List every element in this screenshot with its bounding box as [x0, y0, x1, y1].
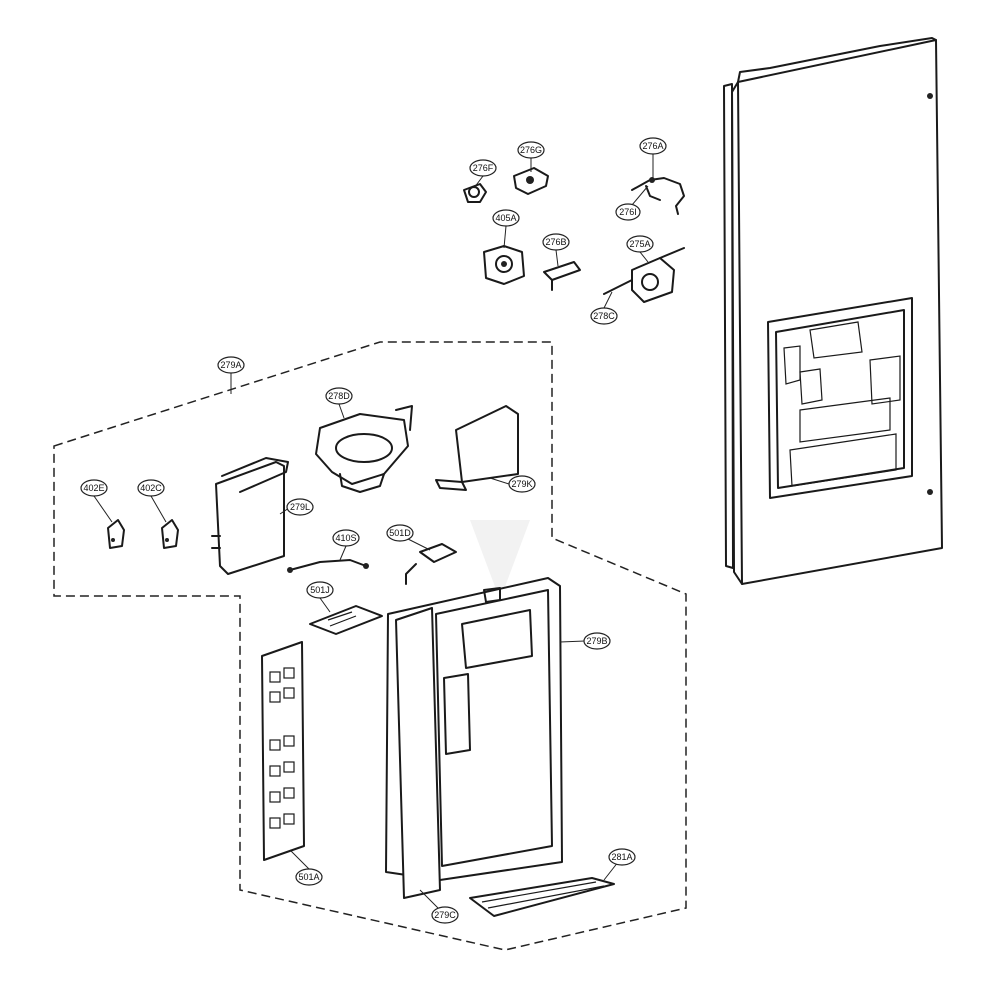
part-405A-motor [483, 245, 525, 285]
callout-501D: 501D [386, 524, 414, 542]
callout-label: 501D [389, 528, 411, 538]
callout-279B: 279B [583, 632, 611, 650]
callout-276G: 276G [517, 141, 545, 159]
part-501J-board [309, 605, 383, 635]
callout-278C: 278C [590, 307, 618, 325]
callout-label: 410S [335, 533, 356, 543]
callout-279C: 279C [431, 906, 459, 924]
callout-281A: 281A [608, 848, 636, 866]
callout-402C: 402C [137, 479, 165, 497]
part-501D-board [405, 543, 457, 585]
part-501A-control-panel [261, 641, 305, 861]
callout-278D: 278D [325, 387, 353, 405]
part-275A-solenoid [603, 247, 685, 303]
callout-276F: 276F [469, 159, 497, 177]
callout-501A: 501A [295, 868, 323, 886]
part-276F-cam [463, 183, 487, 203]
callout-label: 279C [434, 910, 456, 920]
part-279C-cover [395, 607, 441, 899]
callout-label: 279B [586, 636, 607, 646]
callout-label: 276I [619, 207, 637, 217]
callout-label: 501A [298, 872, 319, 882]
part-276G-hinge [513, 167, 549, 195]
callout-label: 275A [629, 239, 650, 249]
part-281A-drip-tray [469, 877, 615, 917]
part-276B-plate [543, 261, 581, 291]
part-278D-funnel [315, 405, 413, 493]
part-410S-harness [287, 559, 369, 573]
callout-410S: 410S [332, 529, 360, 547]
callout-label: 278D [328, 391, 350, 401]
door-assembly [723, 37, 943, 585]
callout-276A: 276A [639, 137, 667, 155]
callout-label: 276G [520, 145, 542, 155]
callout-label: 501J [310, 585, 330, 595]
part-402C-switch [161, 519, 179, 549]
callout-279A: 279A [217, 356, 245, 374]
watermark-logo [470, 520, 530, 600]
callout-label: 276F [473, 163, 494, 173]
callout-label: 402E [83, 483, 104, 493]
callout-405A: 405A [492, 209, 520, 227]
callout-label: 405A [495, 213, 516, 223]
callout-label: 281A [611, 852, 632, 862]
part-402E-switch [107, 519, 125, 549]
part-279L-panel [211, 457, 289, 575]
callout-label: 276A [642, 141, 663, 151]
callout-276B: 276B [542, 233, 570, 251]
callout-279K: 279K [508, 475, 536, 493]
callout-label: 279K [511, 479, 532, 489]
callout-label: 279L [290, 502, 310, 512]
callout-501J: 501J [306, 581, 334, 599]
callout-label: 402C [140, 483, 162, 493]
assembly-boundary-279A [53, 341, 687, 951]
callout-279L: 279L [286, 498, 314, 516]
callout-402E: 402E [80, 479, 108, 497]
callout-label: 279A [220, 360, 241, 370]
callout-label: 276B [545, 237, 566, 247]
callout-label: 278C [593, 311, 615, 321]
callout-275A: 275A [626, 235, 654, 253]
part-279K-flap [435, 405, 519, 491]
callout-276I: 276I [615, 203, 641, 221]
